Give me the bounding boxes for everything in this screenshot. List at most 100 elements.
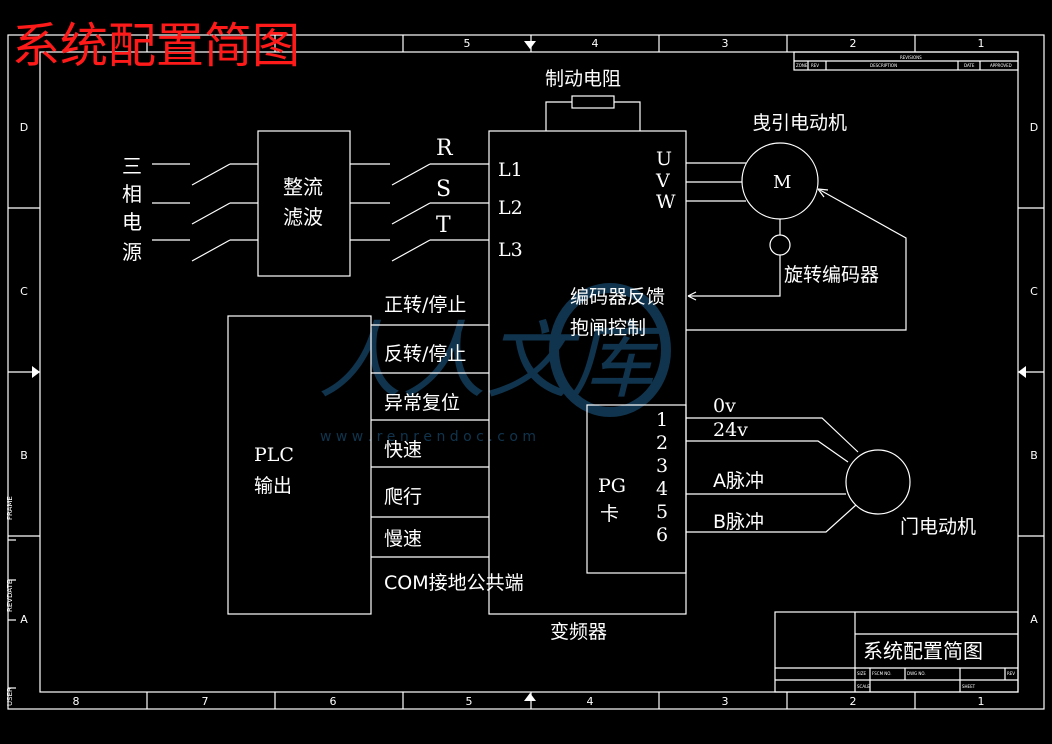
pg-signal: B脉冲 <box>713 511 764 533</box>
door-motor-label: 门电动机 <box>900 516 976 538</box>
drawing-frame <box>7 34 1045 710</box>
bottom-zone-label: 1 <box>978 695 985 708</box>
row-label: D <box>1030 121 1038 134</box>
row-label: B <box>1030 449 1038 462</box>
plc-signal: 快速 <box>384 439 422 461</box>
side-label: USER <box>6 687 14 706</box>
plc-signal: COM接地公共端 <box>384 572 524 594</box>
watermark-logo: 人人文库 <box>318 312 666 410</box>
row-label: D <box>20 121 28 134</box>
top-zone-label: 1 <box>978 37 985 50</box>
svg-text:DWG NO.: DWG NO. <box>907 671 926 676</box>
top-zone-label: 4 <box>592 37 599 50</box>
side-label: FRAME <box>6 496 14 520</box>
top-center-arrow-icon <box>524 41 536 49</box>
svg-text:ZONE: ZONE <box>796 63 808 68</box>
top-zone-label: 2 <box>850 37 857 50</box>
inverter-output-label: W <box>656 191 676 213</box>
side-label: REVDATE <box>6 580 14 612</box>
svg-text:REVISIONS: REVISIONS <box>900 55 922 60</box>
inverter-input-label: L1 <box>498 159 523 181</box>
plc-signal: 正转/停止 <box>384 294 466 316</box>
filter-label: 整流 <box>283 175 323 199</box>
rst-feed: R S T <box>350 136 489 262</box>
revision-table: REVISIONS ZONE REV DESCRIPTION DATE APPR… <box>793 51 1019 71</box>
pg-signal: A脉冲 <box>713 470 764 492</box>
inverter-output-label: V <box>655 170 670 192</box>
plc-signal: 异常复位 <box>384 392 460 414</box>
svg-text:REV: REV <box>1007 671 1015 676</box>
pg-terminal: 6 <box>656 524 668 546</box>
pg-card: PG 卡 1 2 3 4 5 6 <box>586 404 687 574</box>
bottom-zone-label: 3 <box>722 695 729 708</box>
rectifier-filter-box: 整流 滤波 <box>257 130 351 277</box>
top-zone-label: 3 <box>722 37 729 50</box>
braking-resistor: 制动电阻 <box>545 68 641 131</box>
top-zone-labels: 5 4 3 2 1 <box>464 37 985 50</box>
plc-box: PLC 输出 <box>227 315 372 615</box>
top-zone-label: 5 <box>464 37 471 50</box>
left-row-labels: D C B A <box>20 121 28 626</box>
pg-terminal: 2 <box>656 432 668 454</box>
row-label: A <box>20 613 28 626</box>
pg-card-label: 卡 <box>600 503 619 525</box>
svg-text:DESCRIPTION: DESCRIPTION <box>870 63 897 68</box>
bottom-center-arrow-icon <box>524 693 536 701</box>
svg-text:SCALE: SCALE <box>857 684 870 689</box>
pg-terminal: 3 <box>656 455 668 477</box>
plc-signal: 反转/停止 <box>384 343 466 365</box>
plc-signal: 慢速 <box>384 528 422 550</box>
power-label-char: 相 <box>122 182 142 206</box>
encoder-feedback-label: 编码器反馈 <box>570 286 665 308</box>
row-label: A <box>1030 613 1038 626</box>
svg-text:SHEET: SHEET <box>962 684 976 689</box>
plc-signal: 爬行 <box>384 486 422 508</box>
svg-text:FSCM NO.: FSCM NO. <box>872 671 892 676</box>
phase-label: S <box>436 177 451 202</box>
inverter-box: L1 L2 L3 U V W 编码器反馈 抱闸控制 变频器 <box>488 130 687 643</box>
traction-motor: 曳引电动机 M 旋转编码器 <box>686 112 907 331</box>
svg-text:SIZE: SIZE <box>857 671 866 676</box>
power-label-char: 三 <box>122 154 142 178</box>
side-labels: FRAME REVDATE USER <box>6 496 16 706</box>
power-label-char: 源 <box>122 240 142 264</box>
bottom-zone-label: 2 <box>850 695 857 708</box>
bottom-zone-label: 6 <box>330 695 337 708</box>
title-block-title: 系统配置简图 <box>863 639 983 663</box>
right-center-arrow-icon <box>1018 366 1026 378</box>
svg-text:DATE: DATE <box>964 63 975 68</box>
pg-card-label: PG <box>598 475 626 497</box>
watermark-url: w w w . r e n r e n d o c . c o m <box>320 429 536 445</box>
pg-terminal: 1 <box>656 409 668 431</box>
braking-resistor-label: 制动电阻 <box>545 68 621 90</box>
pg-terminal: 4 <box>656 478 668 500</box>
brake-control-label: 抱闸控制 <box>570 317 646 339</box>
plc-signal-lines: 正转/停止 反转/停止 异常复位 快速 爬行 慢速 COM接地公共端 <box>371 294 524 594</box>
header-title: 系统配置简图 <box>12 18 300 74</box>
rotary-encoder-label: 旋转编码器 <box>784 264 879 286</box>
inverter-input-label: L2 <box>498 197 523 219</box>
watermark: 人人文库 w w w . r e n r e n d o c . c o m <box>318 283 671 445</box>
plc-label: PLC <box>254 444 294 466</box>
traction-motor-label: 曳引电动机 <box>752 112 847 134</box>
row-label: C <box>20 285 28 298</box>
inverter-input-label: L3 <box>498 239 523 261</box>
bottom-zone-label: 5 <box>466 695 473 708</box>
bottom-zone-label: 8 <box>73 695 80 708</box>
title-block: SIZE FSCM NO. DWG NO. REV SCALE SHEET 系统… <box>774 611 1019 693</box>
plc-label: 输出 <box>254 475 292 497</box>
bottom-zone-label: 4 <box>587 695 594 708</box>
door-motor: 门电动机 <box>845 449 976 538</box>
pg-terminal: 5 <box>656 501 668 523</box>
svg-text:REV: REV <box>811 63 819 68</box>
left-center-arrow-icon <box>32 366 40 378</box>
phase-label: R <box>436 136 454 161</box>
inverter-title: 变频器 <box>550 621 607 643</box>
pg-signal: 24v <box>713 419 748 441</box>
bottom-zone-label: 7 <box>202 695 209 708</box>
inverter-output-label: U <box>656 148 672 170</box>
pg-signals: 0v 24v A脉冲 B脉冲 <box>686 395 859 533</box>
power-label-char: 电 <box>122 210 142 234</box>
right-row-labels: D C B A <box>1030 121 1038 626</box>
